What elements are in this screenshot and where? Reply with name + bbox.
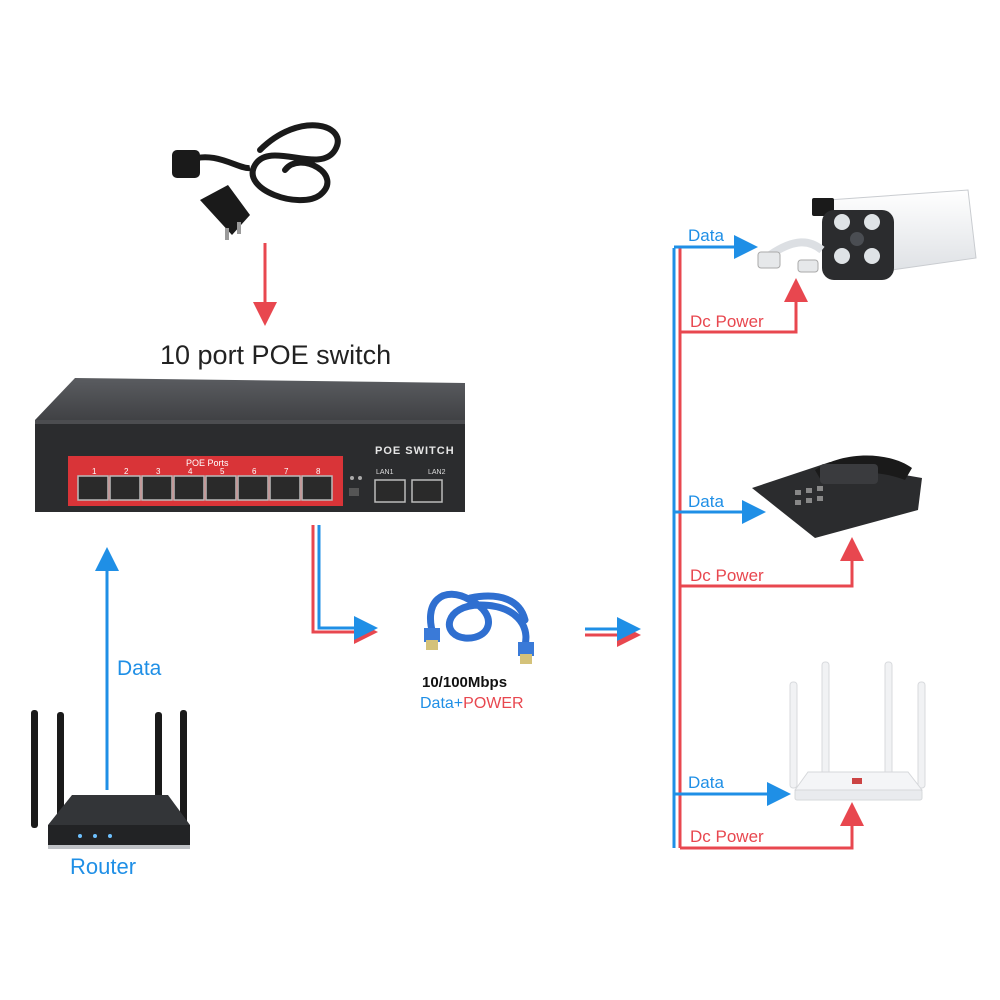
poe-switch-icon — [35, 378, 465, 512]
wifi-power-arrow — [680, 802, 864, 850]
port-number: 5 — [220, 467, 225, 476]
cable-speed-label: 10/100Mbps — [422, 674, 508, 691]
poe-ports-label: POE Ports — [186, 458, 229, 468]
phone-power-arrow — [680, 537, 864, 588]
switch-caption: 10 port POE switch — [160, 340, 392, 370]
switch-badge: POE SWITCH — [375, 445, 455, 457]
ip-camera-icon — [757, 189, 977, 280]
switch-power-line — [311, 525, 378, 644]
phone-power-label: Dc Power — [690, 566, 764, 585]
port-number: 7 — [284, 467, 289, 476]
cable-type-label: Data+POWER — [420, 695, 524, 713]
wifi-data-label: Data — [688, 773, 724, 792]
router-label: Router — [70, 854, 137, 879]
poe-ports — [77, 475, 333, 501]
camera-power-label: Dc Power — [690, 312, 764, 331]
router-data-label: Data — [117, 657, 162, 680]
port-number: 3 — [156, 467, 161, 476]
wifi-router-icon — [789, 661, 926, 801]
port-number: 8 — [316, 467, 321, 476]
port-number: 4 — [188, 467, 193, 476]
port-number: 6 — [252, 467, 257, 476]
lan-ports — [374, 479, 443, 503]
lan1-label: LAN1 — [376, 469, 394, 476]
cable-plus: + — [453, 695, 464, 712]
router-icon — [31, 710, 190, 849]
camera-power-arrow — [680, 278, 808, 334]
wifi-power-label: Dc Power — [690, 827, 764, 846]
port-number: 2 — [124, 467, 129, 476]
switch-data-line — [317, 525, 378, 640]
cable-data-word: Data — [420, 695, 454, 712]
lan2-label: LAN2 — [428, 469, 446, 476]
port-number: 1 — [92, 467, 97, 476]
phone-data-label: Data — [688, 492, 724, 511]
ethernet-cable-icon — [424, 590, 534, 664]
camera-data-label: Data — [688, 226, 724, 245]
cable-power-word: POWER — [463, 695, 524, 712]
power-cord-icon — [172, 122, 341, 240]
ip-phone-icon — [752, 455, 922, 538]
